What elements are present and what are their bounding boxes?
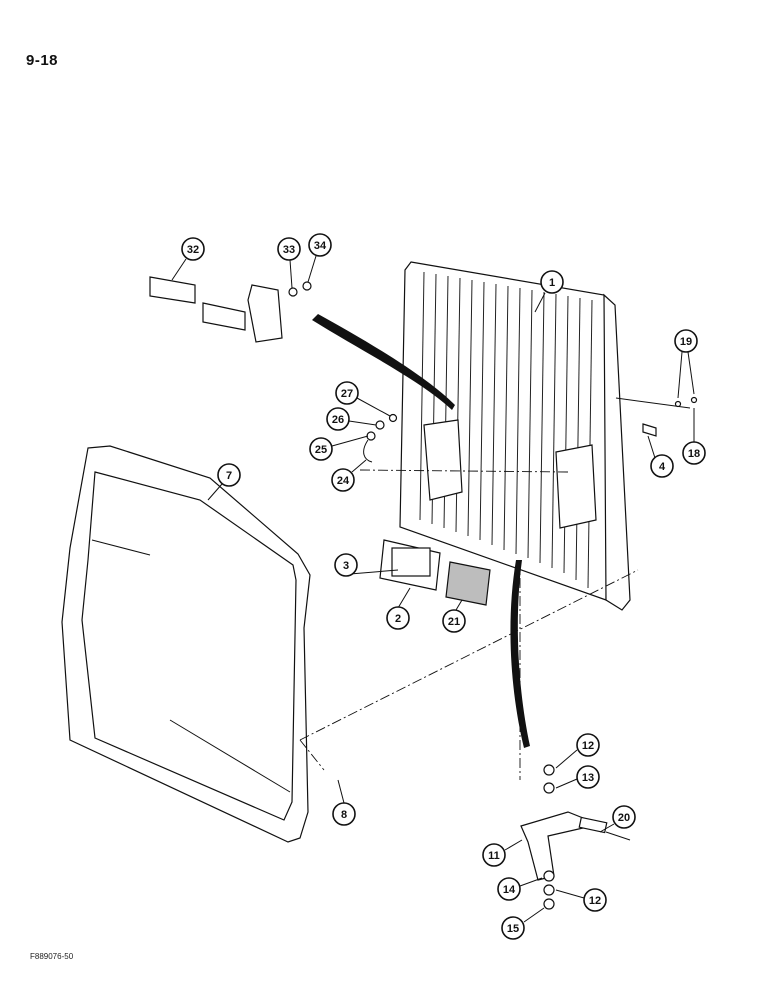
callout-7: 7 bbox=[207, 463, 241, 501]
callout-19: 19 bbox=[674, 329, 698, 399]
callout-27: 27 bbox=[335, 381, 391, 417]
bracket bbox=[247, 281, 312, 343]
svg-text:11: 11 bbox=[488, 850, 500, 862]
svg-text:2: 2 bbox=[395, 613, 401, 625]
figure-code: F889076-50 bbox=[30, 952, 74, 961]
svg-text:33: 33 bbox=[283, 244, 295, 256]
latch-arm bbox=[520, 764, 631, 910]
page-number: 9-18 bbox=[26, 52, 59, 69]
svg-text:14: 14 bbox=[503, 884, 516, 896]
callout-20: 20 bbox=[599, 805, 636, 833]
svg-text:34: 34 bbox=[314, 240, 327, 252]
arrow-upper bbox=[312, 314, 455, 410]
svg-text:13: 13 bbox=[582, 772, 594, 784]
callout-14: 14 bbox=[497, 877, 543, 901]
svg-text:32: 32 bbox=[187, 244, 199, 256]
callout-12-upper: 12 bbox=[555, 733, 600, 769]
foam-pad bbox=[445, 561, 491, 606]
svg-text:8: 8 bbox=[341, 809, 347, 821]
latch-plate bbox=[349, 539, 441, 591]
callout-24: 24 bbox=[331, 459, 367, 492]
grille-screen bbox=[399, 261, 631, 611]
callout-15: 15 bbox=[501, 907, 545, 940]
callout-8: 8 bbox=[332, 779, 356, 826]
svg-text:24: 24 bbox=[337, 475, 350, 487]
svg-text:12: 12 bbox=[589, 895, 601, 907]
svg-text:4: 4 bbox=[659, 461, 666, 473]
svg-text:3: 3 bbox=[343, 560, 349, 572]
side-hardware bbox=[615, 396, 698, 437]
svg-text:20: 20 bbox=[618, 812, 630, 824]
svg-text:15: 15 bbox=[507, 923, 519, 935]
callout-3: 3 bbox=[334, 553, 358, 577]
svg-text:7: 7 bbox=[226, 470, 232, 482]
svg-text:25: 25 bbox=[315, 444, 327, 456]
mounting-plates bbox=[149, 276, 246, 331]
callout-1: 1 bbox=[534, 270, 564, 313]
svg-text:18: 18 bbox=[688, 448, 700, 460]
callout-21: 21 bbox=[442, 599, 466, 633]
callout-18: 18 bbox=[682, 408, 706, 465]
callout-12-lower: 12 bbox=[555, 888, 607, 912]
callout-26: 26 bbox=[326, 407, 377, 431]
arrow-lower bbox=[510, 560, 530, 748]
alignment-lines bbox=[299, 469, 639, 780]
grille-surround bbox=[61, 445, 311, 843]
svg-text:19: 19 bbox=[680, 336, 692, 348]
callout-32: 32 bbox=[171, 237, 205, 281]
grille-slats bbox=[419, 271, 593, 589]
svg-text:27: 27 bbox=[341, 388, 353, 400]
callout-33: 33 bbox=[277, 237, 301, 289]
svg-text:1: 1 bbox=[549, 277, 555, 289]
callout-34: 34 bbox=[307, 233, 332, 283]
svg-text:26: 26 bbox=[332, 414, 344, 426]
fasteners bbox=[363, 413, 398, 463]
svg-text:21: 21 bbox=[448, 616, 460, 628]
callout-13: 13 bbox=[555, 765, 600, 789]
callout-11: 11 bbox=[482, 839, 523, 867]
callout-2: 2 bbox=[386, 587, 411, 630]
svg-text:12: 12 bbox=[582, 740, 594, 752]
callout-25: 25 bbox=[309, 435, 369, 461]
callout-4: 4 bbox=[647, 435, 674, 478]
